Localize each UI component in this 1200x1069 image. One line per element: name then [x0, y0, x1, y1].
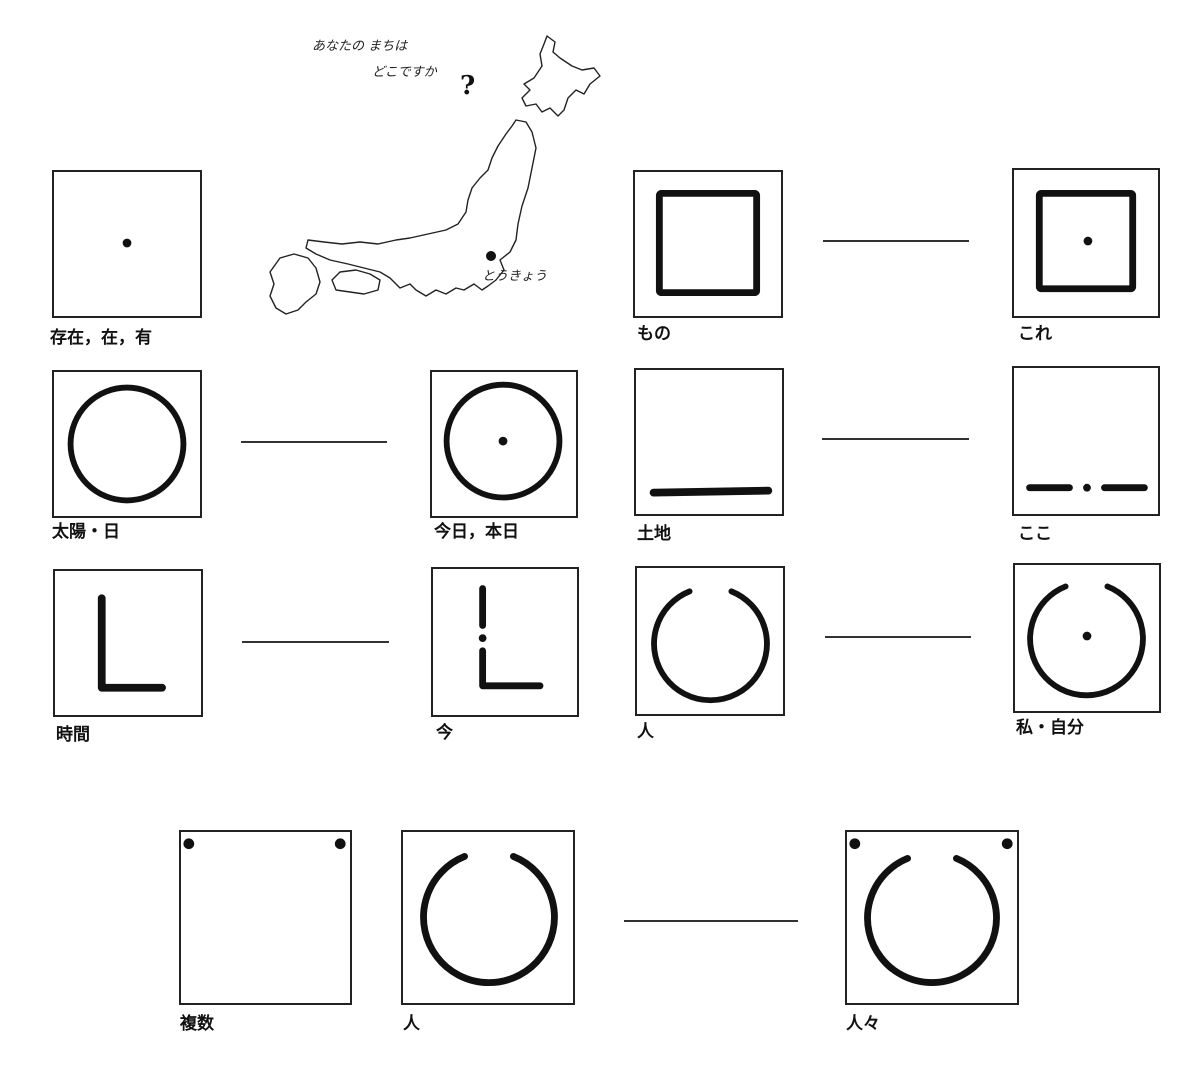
- ground-line-icon: [649, 486, 773, 497]
- open-circle-icon: [1027, 583, 1146, 699]
- relation-line: [242, 641, 389, 643]
- label-exist: 存在，在，有: [50, 328, 152, 348]
- dot-icon: [478, 634, 487, 642]
- label-thing: もの: [637, 324, 671, 344]
- label-land: 土地: [637, 524, 671, 544]
- corner-l-icon: [97, 594, 166, 692]
- symbol-self: [1013, 563, 1161, 713]
- corner-dot-icon: [849, 838, 861, 850]
- symbol-time: [53, 569, 203, 717]
- dot-icon: [1082, 631, 1092, 641]
- circle-icon: [67, 384, 187, 504]
- dot-icon: [122, 238, 132, 248]
- symbol-now: [431, 567, 579, 717]
- kyushu-outline: [269, 253, 321, 315]
- square-icon: [1035, 189, 1137, 293]
- corner-l-icon: [479, 647, 544, 690]
- relation-line: [825, 636, 971, 638]
- symbol-person2: [401, 830, 575, 1005]
- label-self: 私・自分: [1016, 718, 1084, 738]
- corner-dot-icon: [183, 838, 195, 850]
- label-time: 時間: [56, 725, 90, 745]
- relation-line: [822, 438, 969, 440]
- symbol-here: [1012, 366, 1160, 516]
- label-today: 今日，本日: [434, 522, 519, 542]
- symbol-thing: [633, 170, 783, 318]
- symbol-today: [430, 370, 578, 518]
- symbol-this: [1012, 168, 1160, 318]
- symbol-exist: [52, 170, 202, 318]
- label-person2: 人: [403, 1014, 420, 1034]
- symbol-people: [845, 830, 1019, 1005]
- open-circle-icon: [651, 588, 770, 704]
- symbol-land: [634, 368, 784, 516]
- honshu-outline: [305, 119, 537, 297]
- relation-line: [823, 240, 969, 242]
- japan-map: とうきょう あなたの まちは どこですか ?: [260, 28, 610, 328]
- hokkaido-outline: [521, 35, 601, 117]
- square-icon: [655, 190, 761, 297]
- dot-icon: [1083, 236, 1093, 246]
- corner-dot-icon: [334, 838, 346, 850]
- label-now: 今: [436, 723, 453, 743]
- dot-icon: [498, 436, 508, 446]
- map-question-line1: あなたの まちは: [312, 39, 408, 54]
- label-people: 人々: [846, 1014, 880, 1034]
- symbol-sun: [52, 370, 202, 518]
- shikoku-outline: [331, 269, 381, 295]
- label-person: 人: [637, 722, 654, 742]
- circle-icon: [443, 381, 563, 501]
- dot-icon: [1083, 483, 1091, 492]
- label-here: ここ: [1018, 524, 1052, 544]
- japan-map-drawing: とうきょう あなたの まちは どこですか ?: [269, 35, 601, 315]
- map-question-line2: どこですか: [372, 65, 438, 80]
- label-sun: 太陽・日: [52, 522, 120, 542]
- symbol-person: [635, 566, 785, 716]
- tokyo-marker-dot: [486, 251, 496, 261]
- label-this: これ: [1018, 324, 1052, 344]
- symbol-plural: [179, 830, 352, 1005]
- tokyo-label: とうきょう: [482, 269, 547, 284]
- relation-line: [241, 441, 387, 443]
- label-plural: 複数: [180, 1014, 214, 1034]
- corner-dot-icon: [1001, 838, 1013, 850]
- relation-line: [624, 920, 798, 922]
- open-circle-icon: [420, 853, 558, 987]
- open-circle-icon: [864, 854, 1000, 986]
- question-mark-icon: ?: [460, 71, 475, 101]
